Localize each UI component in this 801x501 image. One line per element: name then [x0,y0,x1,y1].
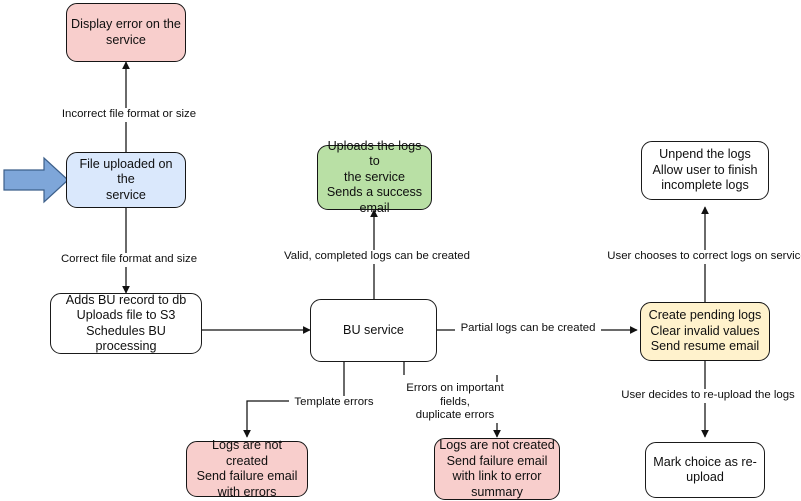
edge-label-template-errors: Template errors [289,396,379,410]
node-adds-bu-record[interactable]: Adds BU record to db Uploads file to S3 … [50,293,202,354]
node-display-error[interactable]: Display error on the service [66,3,186,62]
edge-label-important-field-errors: Errors on important fields, duplicate er… [392,382,518,423]
node-logs-not-created-summary[interactable]: Logs are not created Send failure email … [434,438,560,500]
edge-label-correct-on-service: User chooses to correct logs on service [602,250,801,264]
node-logs-not-created-errors[interactable]: Logs are not created Send failure email … [186,438,308,499]
node-mark-reupload[interactable]: Mark choice as re- upload [645,442,765,498]
edge-label-correct-format: Correct file format and size [56,253,202,267]
node-unpend-logs[interactable]: Unpend the logs Allow user to finish inc… [641,141,769,200]
node-create-pending[interactable]: Create pending logs Clear invalid values… [640,302,770,361]
node-bu-service[interactable]: BU service [310,299,437,362]
node-uploads-logs[interactable]: Uploads the logs to the service Sends a … [317,139,432,215]
external-input-arrow [3,156,69,204]
edge-label-incorrect-format: Incorrect file format or size [56,108,202,122]
edge-label-valid-logs: Valid, completed logs can be created [282,250,472,264]
edge-label-partial-logs: Partial logs can be created [455,322,601,336]
edge-label-reupload: User decides to re-upload the logs [612,389,801,403]
node-file-uploaded[interactable]: File uploaded on the service [66,152,186,208]
